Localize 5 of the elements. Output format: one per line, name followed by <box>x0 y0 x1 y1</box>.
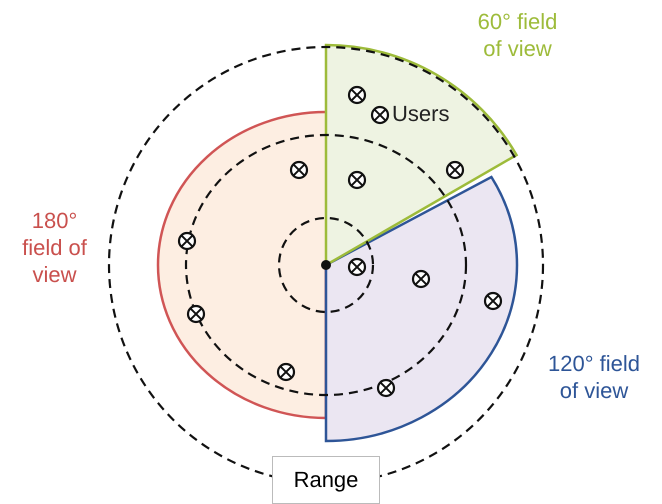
field-of-view-label: 120° field of view <box>547 350 641 404</box>
range-tag: Range <box>272 456 380 504</box>
field-of-view-label: 60° field of view <box>476 8 558 62</box>
field-of-view-label: 180° field of view <box>21 207 88 288</box>
users-label: Users <box>392 100 450 127</box>
